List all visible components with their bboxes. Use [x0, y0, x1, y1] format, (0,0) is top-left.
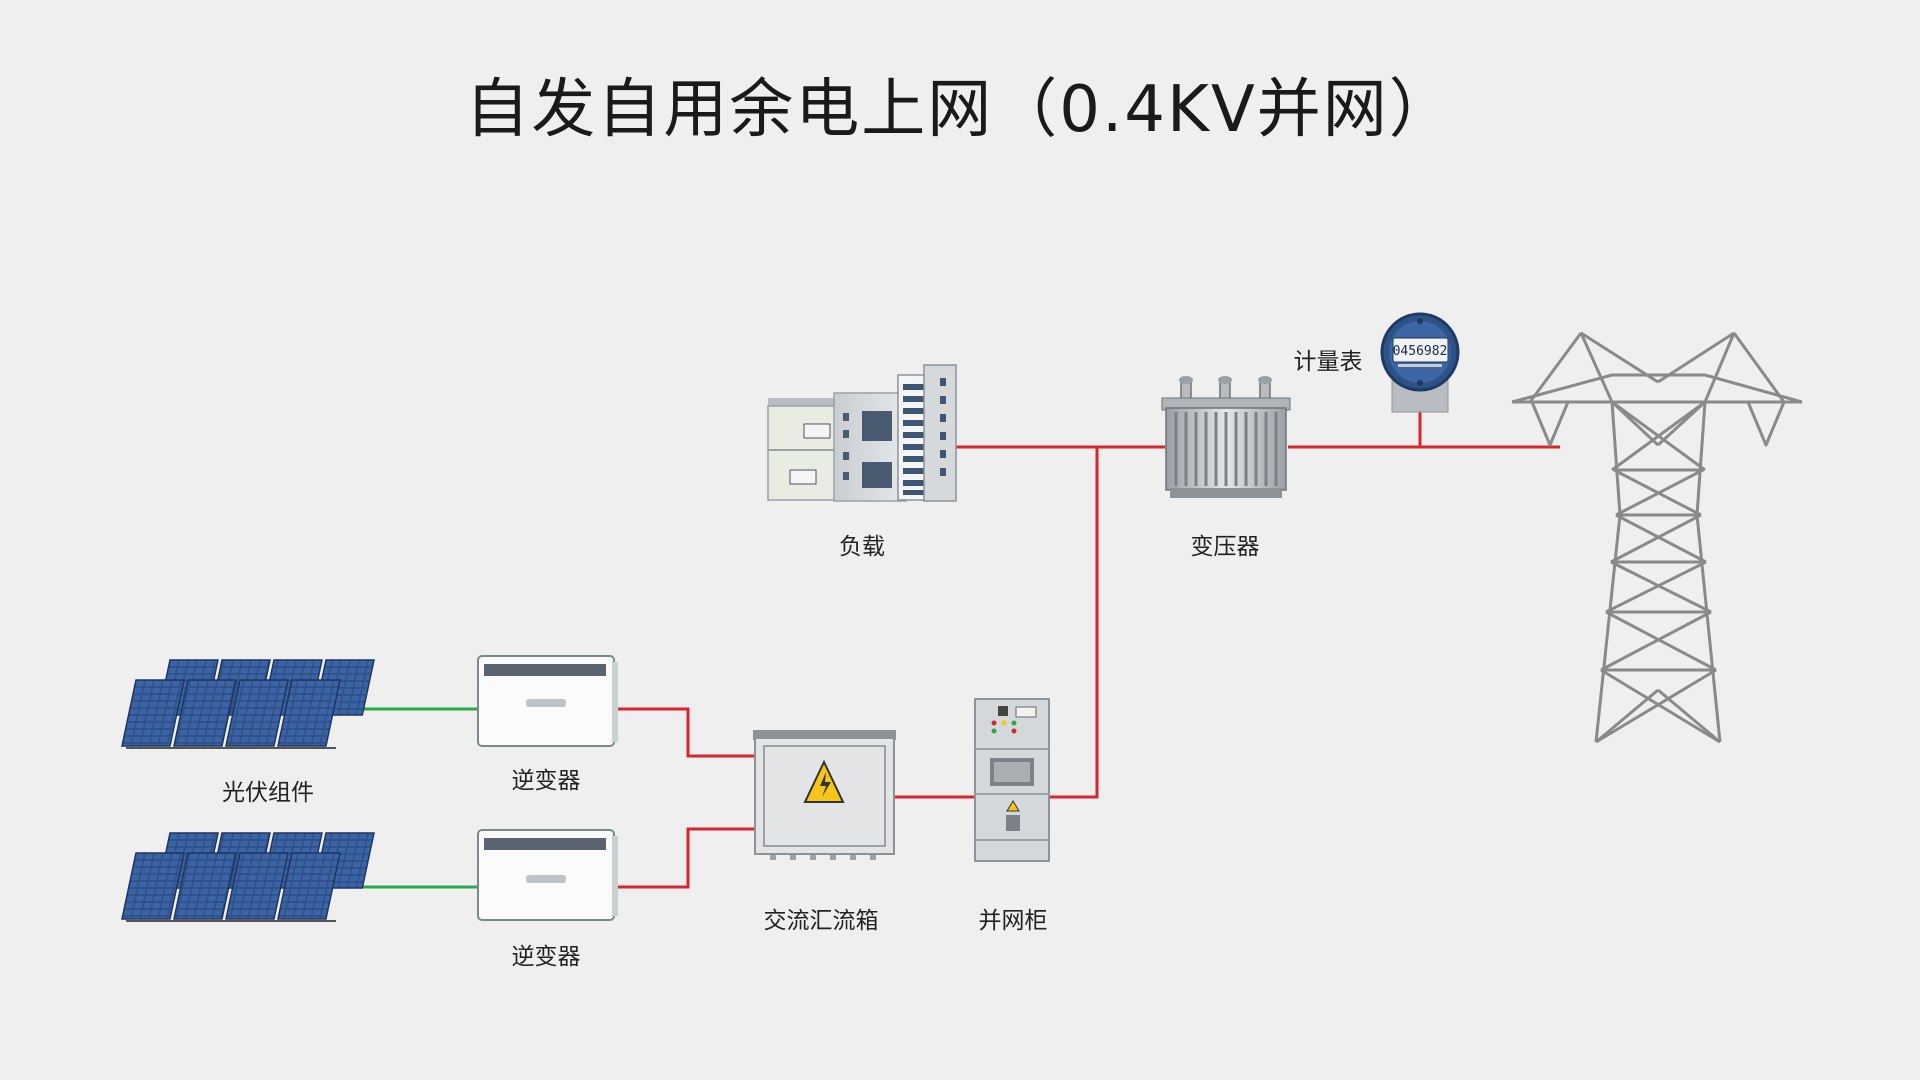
inverter-bottom — [477, 829, 618, 921]
inverter-top-label: 逆变器 — [511, 768, 581, 794]
ac-combiner-label: 交流汇流箱 — [763, 908, 879, 934]
grid-cabinet — [974, 698, 1050, 862]
lightning-icon — [820, 772, 831, 797]
transformer-label: 变压器 — [1190, 534, 1260, 560]
inverter-top — [477, 655, 618, 747]
page-title: 自发自用余电上网（0.4KV并网） — [465, 73, 1455, 147]
ac-combiner-box — [753, 730, 896, 860]
dc-lines — [360, 707, 477, 889]
ac-lines — [618, 412, 1560, 889]
ac-line-inverter-2 — [618, 827, 755, 889]
ac-line-cabinet-bus — [1050, 447, 1099, 799]
transformer — [1161, 376, 1291, 498]
energy-meter: 0456982 — [1380, 312, 1460, 413]
inverter-bottom-label: 逆变器 — [511, 944, 581, 970]
load-buildings — [767, 364, 957, 502]
load-label: 负载 — [839, 534, 885, 560]
grid-cabinet-label: 并网柜 — [978, 908, 1048, 934]
pv-array-top — [121, 659, 375, 749]
ac-line-inverter-1 — [618, 707, 755, 758]
meter-label: 计量表 — [1293, 349, 1363, 375]
pv-modules-label: 光伏组件 — [222, 780, 314, 806]
pv-array-bottom — [121, 832, 375, 922]
transmission-tower — [1511, 331, 1803, 744]
meter-reading: 0456982 — [1393, 344, 1448, 359]
